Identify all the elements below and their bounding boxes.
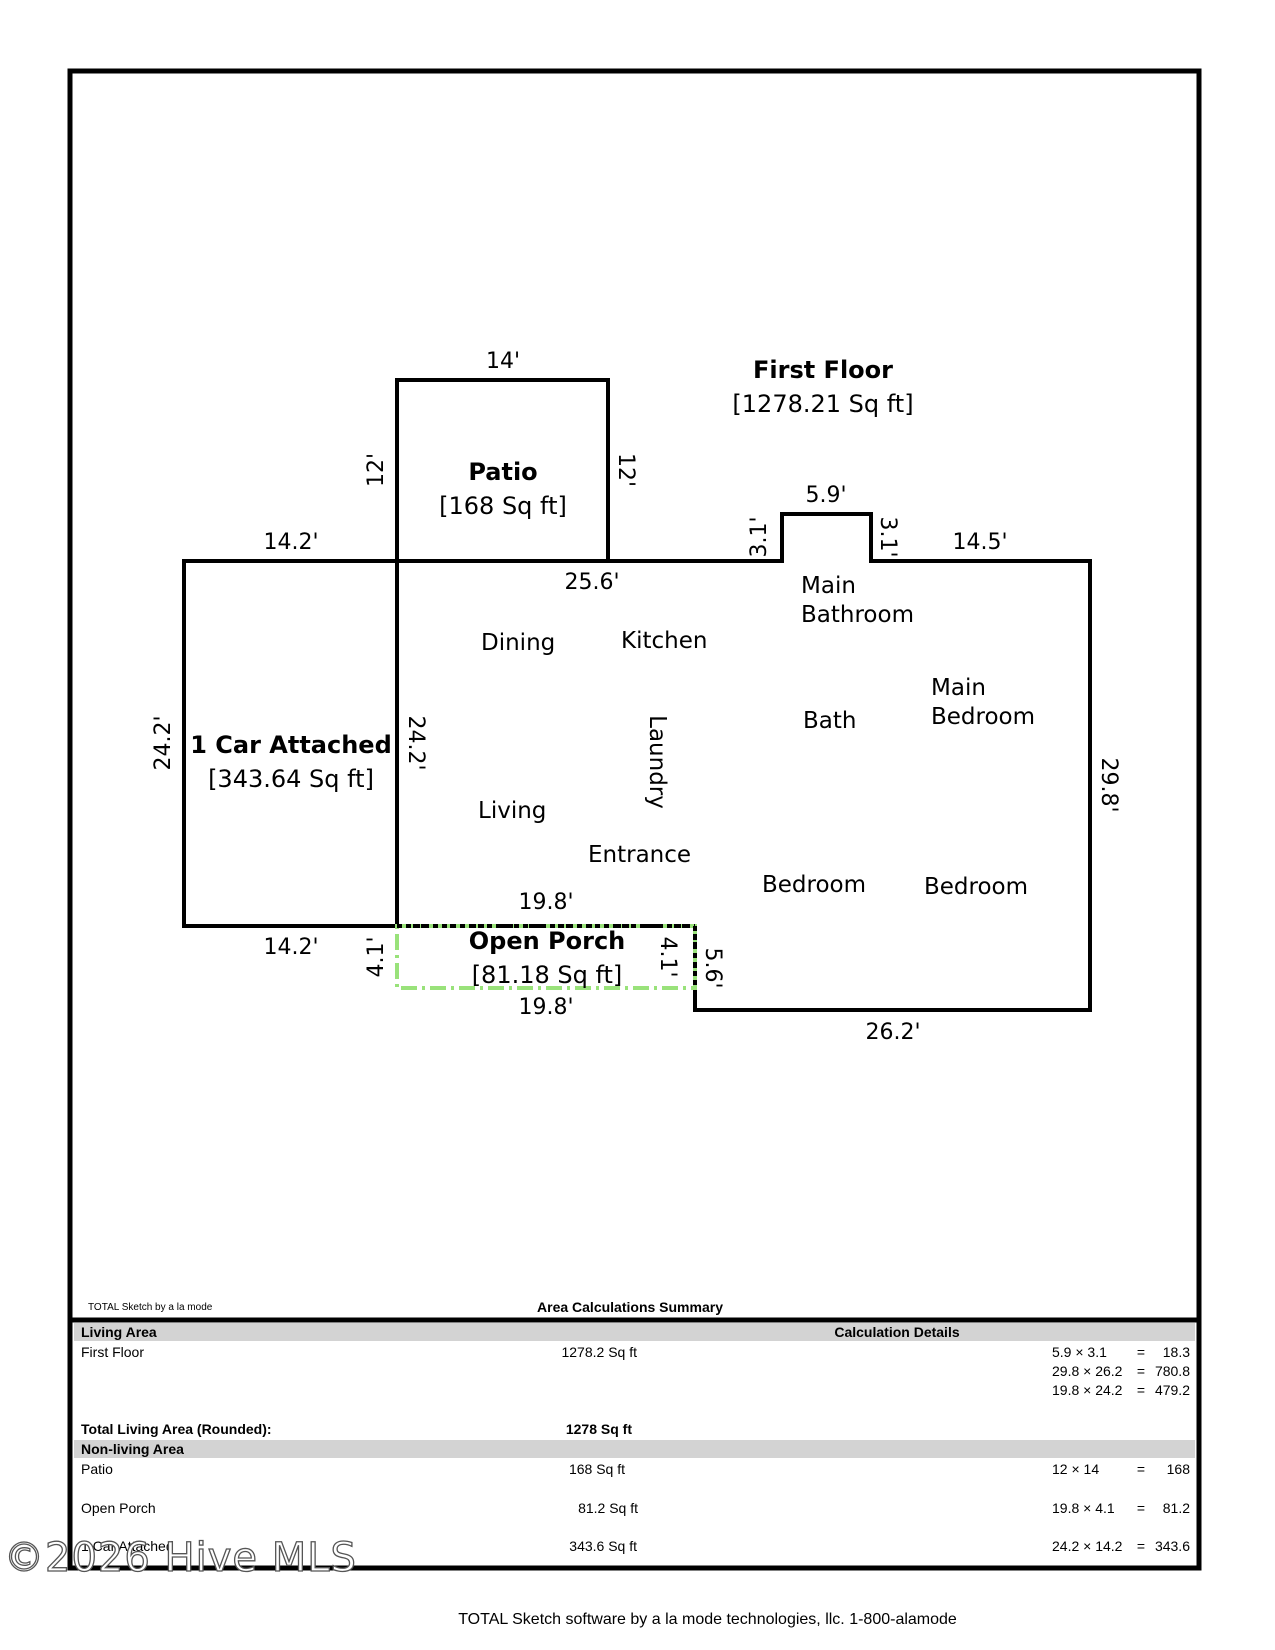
page-border: [67, 68, 1202, 1571]
first-floor-area: 1278.2 Sq ft: [561, 1344, 637, 1360]
patio-area: [168 Sq ft]: [439, 492, 567, 520]
room-main-bedroom-line2: Bedroom: [931, 704, 1035, 730]
calc-result: 168: [1167, 1461, 1191, 1477]
calc-expr: 12 × 14: [1052, 1461, 1099, 1477]
calc-result: 18.3: [1163, 1344, 1190, 1360]
dim-porch-left: 4.1': [364, 936, 389, 977]
floor-area: [1278.21 Sq ft]: [732, 390, 913, 418]
nonliving-area: 81.2 Sq ft: [578, 1500, 638, 1516]
dim-bump-top: 5.9': [805, 483, 846, 508]
garage-label: 1 Car Attached: [190, 731, 392, 759]
total-living-label: Total Living Area (Rounded):: [81, 1421, 272, 1437]
room-bath: Bath: [803, 708, 856, 734]
calc-expr: 5.9 × 3.1: [1052, 1344, 1107, 1360]
sketch-credit: TOTAL Sketch by a la mode: [88, 1302, 213, 1313]
dim-garage-left: 24.2': [151, 715, 176, 770]
calc-eq: =: [1137, 1538, 1145, 1554]
calc-eq: =: [1137, 1461, 1145, 1477]
calc-eq: =: [1137, 1363, 1145, 1379]
room-labels: Dining Kitchen Main Bathroom Main Bedroo…: [478, 573, 1035, 900]
dim-patio-right: 12': [613, 453, 638, 487]
calc-eq: =: [1137, 1500, 1145, 1516]
room-laundry: Laundry: [644, 715, 670, 809]
nonliving-area: 343.6 Sq ft: [569, 1538, 637, 1554]
dim-porch-right: 4.1': [655, 936, 680, 977]
floor-title: First Floor: [753, 356, 893, 384]
calc-expr: 24.2 × 14.2: [1052, 1538, 1123, 1554]
room-bedroom-2: Bedroom: [924, 874, 1028, 900]
porch-area: [81.18 Sq ft]: [472, 961, 623, 989]
calc-result: 780.8: [1155, 1363, 1190, 1379]
total-living-value: 1278 Sq ft: [566, 1421, 632, 1437]
room-entrance: Entrance: [588, 842, 691, 868]
nonliving-label: Patio: [81, 1461, 113, 1477]
dim-garage-bottom: 14.2': [263, 935, 318, 960]
porch-label: Open Porch: [469, 927, 626, 955]
dim-bump-left: 3.1': [747, 516, 772, 557]
living-area-header: Living Area: [81, 1324, 157, 1340]
calc-eq: =: [1137, 1382, 1145, 1398]
first-floor-label: First Floor: [81, 1344, 144, 1360]
mls-watermark: ©2026 Hive MLS: [3, 1534, 357, 1581]
dim-patio-top: 14': [486, 349, 520, 374]
nonliving-label: 1 Car Attached: [81, 1538, 174, 1554]
calc-result: 479.2: [1155, 1382, 1190, 1398]
room-main-bathroom-line2: Bathroom: [801, 602, 914, 628]
room-main-bedroom-line1: Main: [931, 675, 986, 701]
calc-details-header: Calculation Details: [834, 1324, 959, 1340]
room-living: Living: [478, 798, 546, 824]
calc-result: 343.6: [1155, 1538, 1190, 1554]
nonliving-area: 168 Sq ft: [569, 1461, 625, 1477]
software-footer: TOTAL Sketch software by a la mode techn…: [458, 1611, 957, 1628]
nonliving-header-bar: [74, 1440, 1195, 1458]
dim-house-step: 5.6': [700, 947, 725, 988]
room-main-bathroom-line1: Main: [801, 573, 856, 599]
dim-patio-left: 12': [364, 453, 389, 487]
dim-house-right: 29.8': [1096, 757, 1121, 812]
dimension-labels: 14' 12' 12' 14.2' 14.2' 24.2' 24.2' 25.6…: [151, 349, 1121, 1045]
garage-area: [343.64 Sq ft]: [208, 765, 374, 793]
living-header-bar: [74, 1323, 1195, 1341]
first-floor-calcs: 5.9 × 3.1 = 18.3 29.8 × 26.2 = 780.8 19.…: [1052, 1344, 1190, 1398]
room-kitchen: Kitchen: [621, 628, 707, 654]
calc-expr: 29.8 × 26.2: [1052, 1363, 1123, 1379]
dim-house-top-inner: 25.6': [564, 570, 619, 595]
calc-result: 81.2: [1163, 1500, 1190, 1516]
dim-house-left: 24.2': [403, 715, 428, 770]
dim-house-top-right: 14.5': [952, 530, 1007, 555]
room-dining: Dining: [481, 630, 555, 656]
dim-house-bottom: 26.2': [865, 1020, 920, 1045]
nonliving-area-header: Non-living Area: [81, 1441, 184, 1457]
dim-porch-bottom: 19.8': [518, 995, 573, 1020]
room-bedroom-1: Bedroom: [762, 872, 866, 898]
dim-porch-top: 19.8': [518, 890, 573, 915]
dim-garage-top: 14.2': [263, 530, 318, 555]
nonliving-label: Open Porch: [81, 1500, 156, 1516]
calc-eq: =: [1137, 1344, 1145, 1360]
calc-expr: 19.8 × 24.2: [1052, 1382, 1123, 1398]
nonliving-rows: Patio 168 Sq ft 12 × 14 = 168 Open Porch…: [81, 1461, 1190, 1554]
summary-title: Area Calculations Summary: [537, 1299, 723, 1315]
dim-bump-right: 3.1': [875, 516, 900, 557]
calc-expr: 19.8 × 4.1: [1052, 1500, 1115, 1516]
patio-label: Patio: [468, 458, 537, 486]
